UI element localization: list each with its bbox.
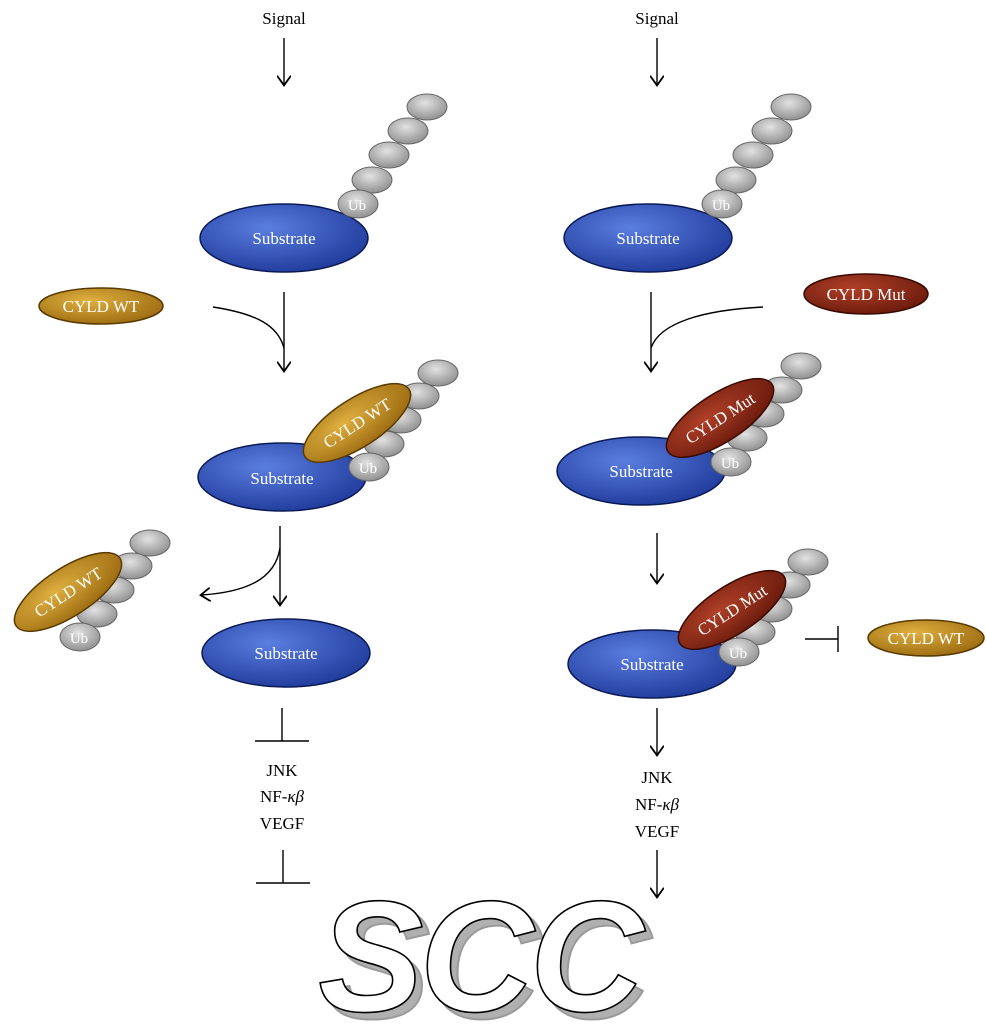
ub-label: Ub — [729, 646, 747, 662]
ub-label: Ub — [348, 198, 366, 214]
substrate — [199, 203, 369, 273]
cyld-wt — [38, 287, 164, 325]
ub-label: Ub — [359, 461, 377, 477]
ub-label: Ub — [721, 456, 739, 472]
ubiquitin-unit — [751, 117, 793, 145]
cyld-mut-label: CYLD Mut — [827, 285, 906, 304]
ubiquitin-unit — [770, 93, 812, 121]
binding-curve — [212, 306, 285, 349]
ubiquitin-unit — [368, 141, 410, 169]
ubiquitin-unit — [387, 117, 429, 145]
scc-shadow: SCC — [325, 876, 652, 1032]
cyld-wt-bound — [302, 382, 412, 464]
substrate-label: Substrate — [616, 229, 679, 248]
pathway-nfkb: NF-κβ — [635, 795, 680, 814]
substrate-label: Substrate — [620, 655, 683, 674]
scc-label: SCC — [318, 869, 645, 1032]
ubiquitin-unit — [351, 166, 393, 194]
ubiquitin-unit — [406, 93, 448, 121]
ubiquitin-unit — [417, 359, 459, 387]
ubiquitin-unit — [129, 529, 171, 557]
ubiquitin-ub — [710, 447, 752, 477]
cyld-wt — [867, 619, 985, 657]
cyld-mut-bound — [677, 569, 787, 651]
scc-outcome: SCC SCC — [317, 868, 657, 1032]
release-arrow — [202, 547, 281, 595]
signal-label: Signal — [262, 9, 306, 28]
ubiquitin-ub — [337, 189, 379, 219]
substrate-label: Substrate — [252, 229, 315, 248]
ubiquitin-unit — [732, 141, 774, 169]
substrate-label: Substrate — [609, 462, 672, 481]
ubiquitin-ub — [701, 189, 743, 219]
left-pathway: Signal Substrate Ub CYLD WT Substrate Ub — [13, 9, 459, 884]
pathway-nfkb: NF-κβ — [260, 787, 305, 806]
ubiquitin-unit — [715, 166, 757, 194]
cyld-mut — [803, 273, 929, 315]
signal-label: Signal — [635, 9, 679, 28]
ubiquitin-unit — [787, 548, 829, 576]
ubiquitin-ub — [59, 622, 101, 652]
pathway-vegf: VEGF — [635, 822, 679, 841]
substrate-label: Substrate — [250, 469, 313, 488]
binding-curve — [650, 306, 764, 349]
cyld-wt-released — [13, 551, 123, 633]
right-pathway: Signal Substrate Ub CYLD Mut Substrate U… — [556, 9, 985, 896]
ubiquitin-chain — [715, 93, 812, 194]
pathway-vegf: VEGF — [260, 814, 304, 833]
cyld-wt-label: CYLD WT — [63, 297, 140, 316]
ub-label: Ub — [70, 631, 88, 647]
cyld-wt-label: CYLD WT — [888, 629, 965, 648]
ubiquitin-ub — [348, 452, 390, 482]
ubiquitin-chain — [351, 93, 448, 194]
pathway-jnk: JNK — [641, 768, 673, 787]
substrate — [201, 618, 371, 688]
pathway-jnk: JNK — [266, 761, 298, 780]
ubiquitin-ub — [718, 637, 760, 667]
ub-label: Ub — [712, 198, 730, 214]
substrate-label: Substrate — [254, 644, 317, 663]
ubiquitin-unit — [780, 352, 822, 380]
substrate — [563, 203, 733, 273]
cyld-mut-bound — [665, 377, 775, 459]
